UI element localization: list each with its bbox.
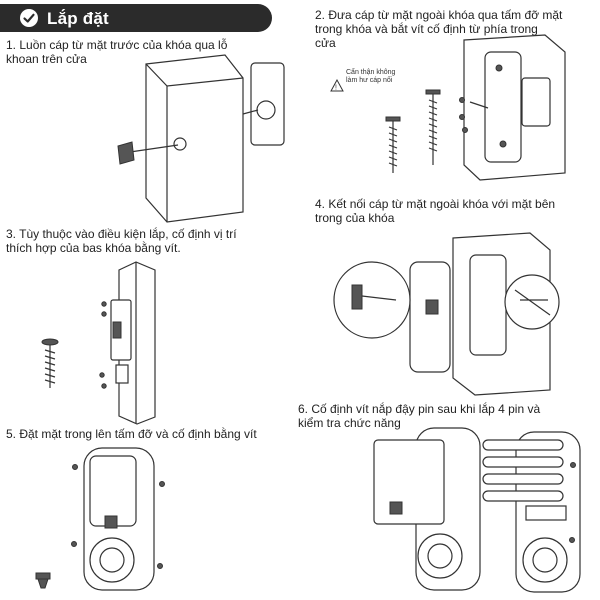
section-title: Lắp đặt [47, 9, 109, 28]
step-3-text: 3. Tùy thuộc vào điều kiện lắp, cố định … [6, 227, 237, 255]
step-2-text: 2. Đưa cáp từ mặt ngoài khóa qua tấm đỡ … [315, 8, 563, 50]
section-header: Lắp đặt [0, 4, 272, 32]
svg-text:!: ! [335, 85, 337, 92]
figure-step-2: ! [330, 34, 566, 181]
screw-icon [425, 89, 441, 165]
step-6-text: 6. Cố định vít nắp đậy pin sau khi lắp 4… [298, 402, 541, 430]
screw-icon [385, 116, 401, 173]
warning-triangle-icon [330, 78, 344, 92]
figure-step-3 [41, 261, 156, 425]
warning-text: Cẩn thận không làm hư cáp nối [346, 69, 396, 84]
figure-step-1 [117, 54, 285, 223]
figure-step-4 [333, 232, 560, 396]
step-4-text: 4. Kết nối cáp từ mặt ngoài khóa với mặt… [315, 197, 556, 225]
step-5-text: 5. Đặt mặt trong lên tấm đỡ và cố định b… [6, 427, 257, 441]
screw-icon [41, 338, 59, 388]
figure-step-6 [373, 427, 581, 593]
check-circle-icon [20, 9, 38, 27]
step-1-text: 1. Luồn cáp từ mặt trước của khóa qua lỗ… [6, 38, 228, 66]
figure-step-5 [35, 447, 165, 591]
